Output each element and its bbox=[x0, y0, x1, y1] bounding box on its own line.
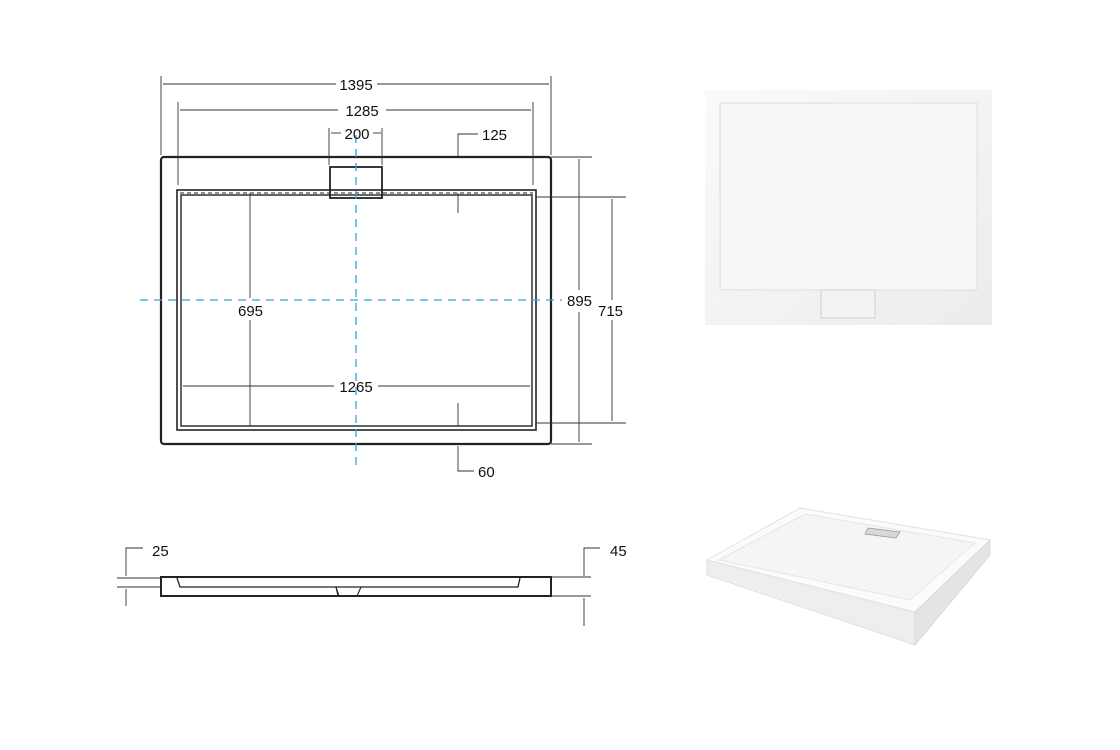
dim-drain-offset: 695 bbox=[238, 303, 263, 320]
product-photo-top bbox=[705, 90, 992, 325]
dim-total-height: 45 bbox=[610, 543, 627, 560]
dim-overall-depth: 895 bbox=[567, 293, 592, 310]
centerlines bbox=[140, 135, 562, 465]
dim-drain-width: 200 bbox=[344, 126, 369, 143]
dim-inner-width: 1285 bbox=[345, 103, 378, 120]
tray-profile bbox=[160, 576, 552, 597]
dim-floor-width: 1265 bbox=[339, 379, 372, 396]
dim-rim-bottom: 60 bbox=[478, 464, 495, 481]
top-view: 1395 1285 200 125 895 715 695 1265 60 bbox=[140, 76, 626, 481]
dim-overall-width: 1395 bbox=[339, 77, 372, 94]
dim-floor-height: 25 bbox=[152, 543, 169, 560]
side-view: 25 45 bbox=[117, 543, 627, 626]
product-photo-perspective bbox=[706, 507, 992, 647]
dim-inner-depth: 715 bbox=[598, 303, 623, 320]
dim-rim-top: 125 bbox=[482, 127, 507, 144]
